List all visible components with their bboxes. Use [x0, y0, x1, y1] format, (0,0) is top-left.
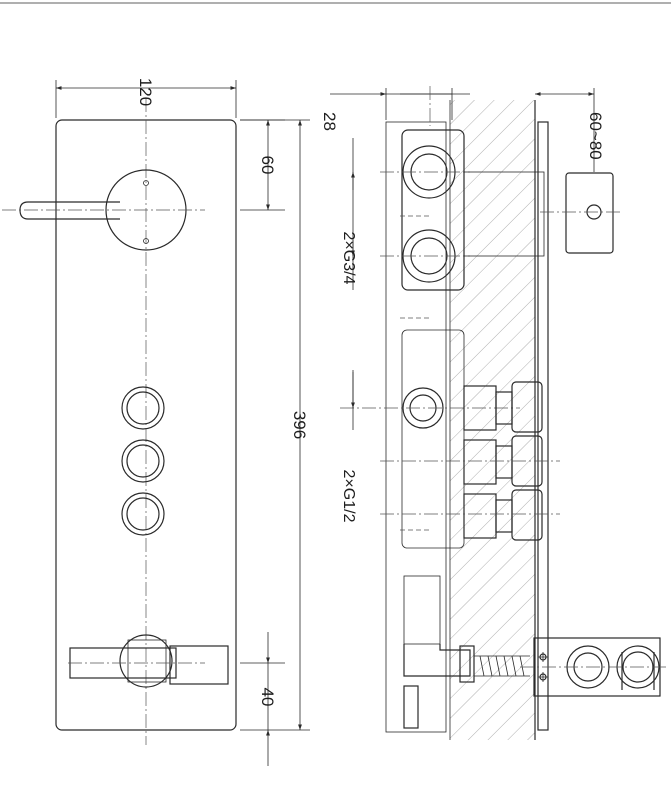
- shower-holder-rosette: [119, 634, 173, 688]
- outlet-pipe: [403, 575, 441, 645]
- cover-plate: [537, 121, 549, 731]
- valve-box: [385, 121, 447, 733]
- upper-inlets-label: 2×G3/4: [340, 232, 357, 285]
- panel-thickness-dimension: 28: [320, 112, 339, 131]
- rosette-dot-bottom: [143, 238, 149, 244]
- push-button: [121, 386, 165, 430]
- mounting-mark: [538, 652, 548, 682]
- rosette-dot-top: [143, 180, 149, 186]
- width-dimension: 120: [136, 78, 155, 106]
- mixer-spindle: [565, 172, 614, 254]
- shower-holder-connector: [169, 645, 229, 685]
- mixer-lever: [19, 201, 120, 220]
- outlet-elbow: [403, 644, 471, 677]
- height-dimension: 396: [290, 411, 309, 439]
- push-button: [121, 492, 165, 536]
- front-view: 120 60 396 40: [2, 78, 310, 766]
- button-cartridge: [463, 489, 543, 541]
- wall-depth-dimension: 60~80: [586, 112, 605, 160]
- bottom-offset-dimension: 40: [258, 688, 277, 707]
- side-view: 28 60~80 2×G3/4 2×G1/2: [320, 86, 666, 740]
- hose-outlet: [616, 645, 660, 690]
- cover-plate-bottom: [403, 685, 419, 729]
- diverter-module: [401, 329, 465, 549]
- outlet-nut: [459, 645, 475, 683]
- shower-holder-body: [127, 639, 167, 683]
- mixer-cartridge: [463, 171, 545, 257]
- outlet-thread: [474, 655, 530, 677]
- push-button: [121, 439, 165, 483]
- top-offset-dimension: 60: [258, 156, 277, 175]
- button-cartridge: [463, 381, 543, 433]
- wall-section: [450, 100, 535, 740]
- lower-outlets-label: 2×G1/2: [340, 470, 357, 523]
